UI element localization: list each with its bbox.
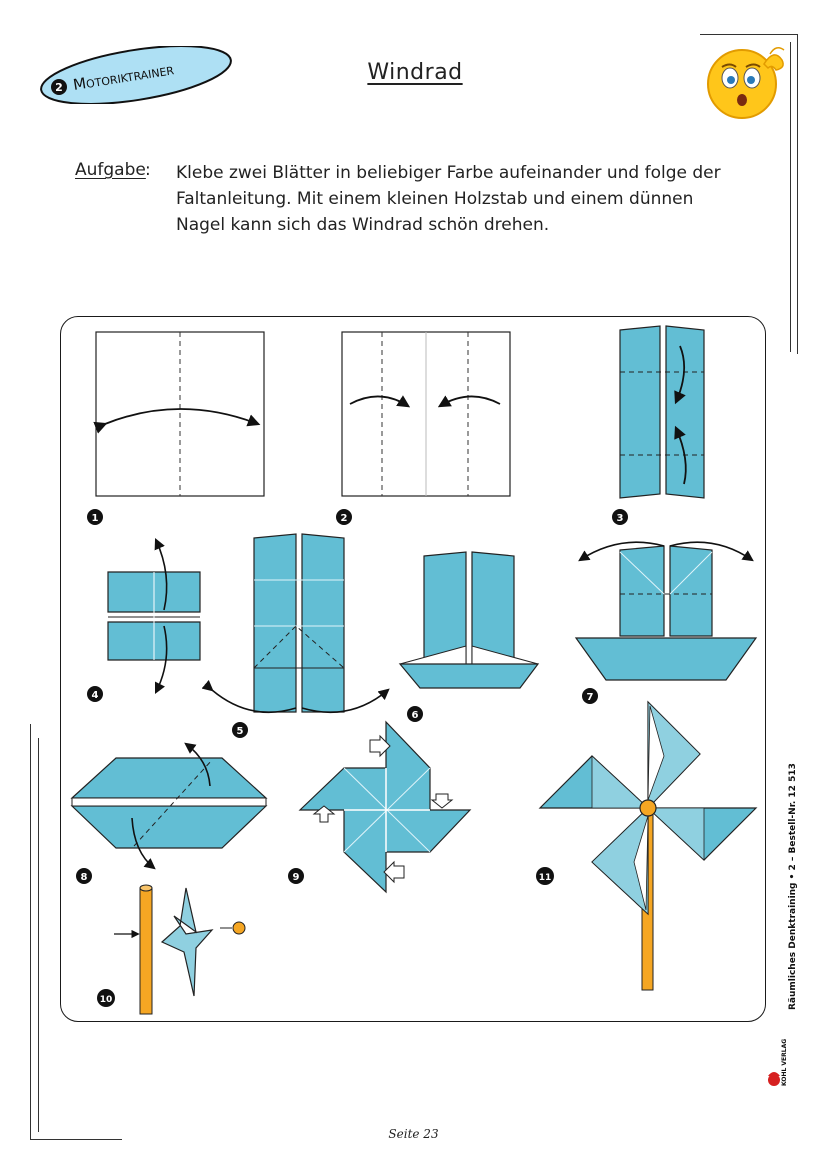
step-number-8: 8 xyxy=(81,872,88,883)
step-number-5: 5 xyxy=(237,726,244,737)
motoriktrainer-badge: 2 Motoriktrainer xyxy=(40,46,232,104)
step-4-diagram xyxy=(107,537,201,695)
step-3-diagram xyxy=(619,325,705,499)
publisher-name: KOHL VERLAG xyxy=(781,1039,788,1086)
step-1-diagram xyxy=(93,331,265,497)
border-line-bottom xyxy=(30,1139,122,1141)
border-line-left-inner xyxy=(38,738,40,1132)
thinking-emoji-icon xyxy=(707,47,785,119)
step-number-11: 11 xyxy=(539,873,552,883)
task-line-1: Klebe zwei Blätter in beliebiger Farbe a… xyxy=(176,163,721,183)
order-info-text: Räumliches Denktraining • 2 – Bestell-Nr… xyxy=(788,763,798,1010)
step-5-diagram xyxy=(201,533,390,714)
step-number-3: 3 xyxy=(617,513,624,524)
badge-number: 2 xyxy=(55,81,63,94)
step-10-diagram xyxy=(114,884,246,1015)
step-11-diagram xyxy=(538,700,758,991)
step-7-diagram xyxy=(574,541,758,681)
step-9-diagram xyxy=(298,720,472,894)
step-number-1: 1 xyxy=(92,513,99,524)
step-number-6: 6 xyxy=(412,710,419,721)
step-number-4: 4 xyxy=(92,690,99,701)
step-6-diagram xyxy=(398,551,540,689)
step-numbers: 1 2 3 4 5 6 7 8 9 10 11 xyxy=(76,509,628,1007)
task-label: Aufgabe xyxy=(75,160,146,180)
page-title: Windrad xyxy=(367,60,463,85)
border-line-right-inner xyxy=(790,42,792,352)
task-line-2: Faltanleitung. Mit einem kleinen Holzsta… xyxy=(176,189,694,209)
task-line-3: Nagel kann sich das Windrad schön drehen… xyxy=(176,215,550,235)
border-line-top-right xyxy=(700,34,798,36)
instructions-frame xyxy=(60,316,766,1022)
step-8-diagram xyxy=(70,742,268,870)
task-colon: : xyxy=(145,160,151,180)
page-number: Seite 23 xyxy=(388,1127,439,1141)
step-number-9: 9 xyxy=(293,872,300,883)
step-number-2: 2 xyxy=(341,513,348,524)
step-number-10: 10 xyxy=(100,995,113,1005)
border-line-right-outer xyxy=(797,34,799,354)
task-text: Klebe zwei Blätter in beliebiger Farbe a… xyxy=(176,160,746,238)
step-number-7: 7 xyxy=(587,692,594,703)
border-line-left-outer xyxy=(30,724,32,1140)
step-2-diagram xyxy=(341,331,511,497)
badge-number-circle xyxy=(51,79,67,95)
publisher-logo: KOHL VERLAG xyxy=(768,1039,788,1086)
